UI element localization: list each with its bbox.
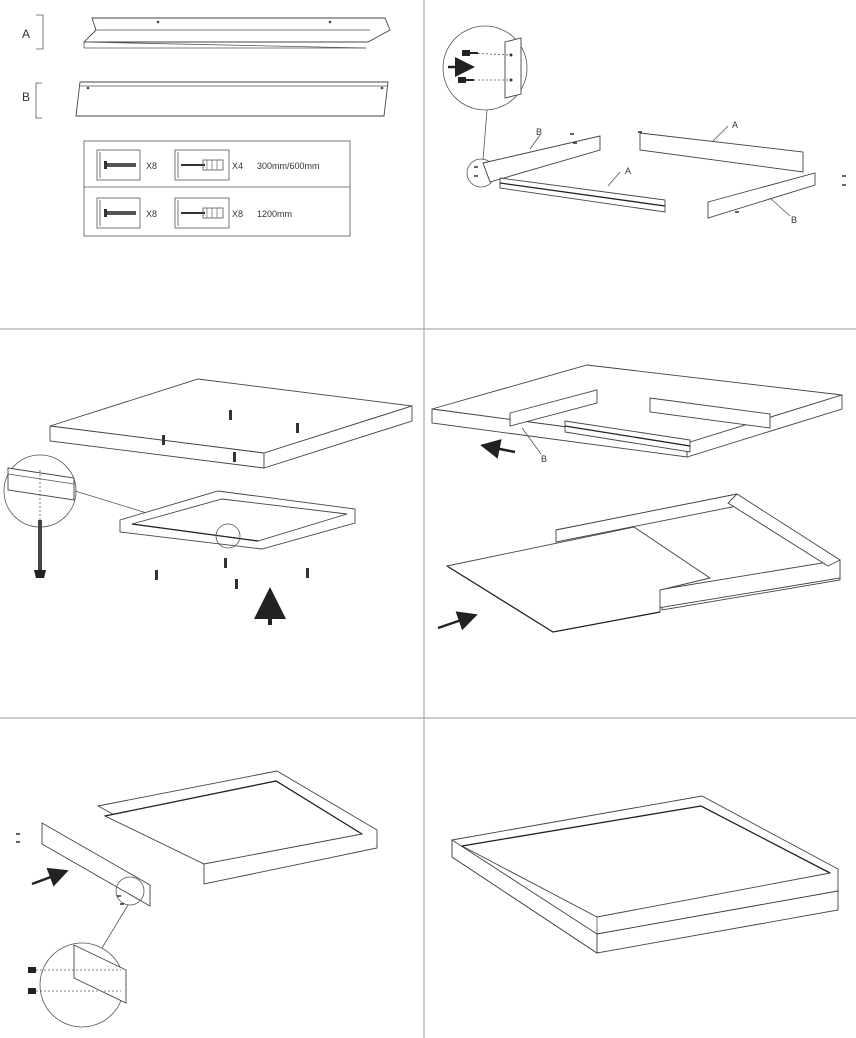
panel-finished-frame <box>451 795 839 954</box>
ceiling-slab <box>49 378 413 469</box>
screw-icon <box>99 200 136 226</box>
anchor-box <box>174 149 230 181</box>
part-b-bracket <box>35 82 42 119</box>
anchor-box <box>174 197 230 229</box>
screw-icon <box>458 77 474 83</box>
magnifier-detail <box>28 904 129 1028</box>
profile-a <box>82 17 391 49</box>
svg-text:A: A <box>625 166 631 176</box>
row1-plug-qty: X4 <box>232 161 243 171</box>
hardware-table: X8 X4 300mm/600mm X8 <box>83 140 351 237</box>
wall-plug-icon <box>177 200 224 226</box>
row1-screw-qty: X8 <box>146 161 157 171</box>
screw-icon <box>462 50 478 56</box>
wall-plug-icon <box>177 152 224 178</box>
screw-icon <box>28 988 36 994</box>
panel-ceiling-mount <box>3 378 413 625</box>
wall-plugs <box>155 558 309 589</box>
profile-a-back: A <box>639 120 804 173</box>
magnifier-detail <box>442 25 528 188</box>
frame-with-panel <box>445 493 841 633</box>
arrow-icon <box>437 611 478 631</box>
profile-b-left: B <box>482 127 601 183</box>
profile-b-right: B <box>707 172 816 225</box>
svg-text:B: B <box>541 454 547 464</box>
frame-3-sided <box>119 490 356 550</box>
panel-close-frame <box>16 770 378 1028</box>
screw-icon <box>28 967 36 973</box>
arrow-icon <box>31 867 69 887</box>
profile-b-loose <box>41 822 151 907</box>
frame-3-sided <box>96 770 378 885</box>
profile-b <box>75 81 389 117</box>
screw-box <box>96 197 141 229</box>
mounted-profiles: B <box>509 389 771 464</box>
panel-frame-layout: B A A B <box>442 25 846 225</box>
panel-slide-in: B <box>431 364 843 633</box>
part-a-bracket <box>36 14 44 50</box>
svg-text:A: A <box>732 120 738 130</box>
svg-text:B: B <box>791 215 797 225</box>
part-a-label: A <box>22 27 30 41</box>
screw-marks <box>16 833 124 905</box>
screw-icon <box>99 152 136 178</box>
screw-marks <box>474 131 846 213</box>
row2-screw-qty: X8 <box>146 209 157 219</box>
arrow-icon <box>480 439 516 459</box>
screw-box <box>96 149 141 181</box>
row2-plug-qty: X8 <box>232 209 243 219</box>
finished-frame <box>451 795 839 954</box>
long-screw-icon <box>34 520 46 578</box>
profile-a-front: A <box>499 166 666 213</box>
part-b-label: B <box>22 90 30 104</box>
panel-parts: A B X8 <box>22 14 391 237</box>
row2-size: 1200mm <box>257 209 292 219</box>
ceiling-screws <box>162 410 299 462</box>
row1-size: 300mm/600mm <box>257 161 320 171</box>
svg-text:B: B <box>536 127 542 137</box>
